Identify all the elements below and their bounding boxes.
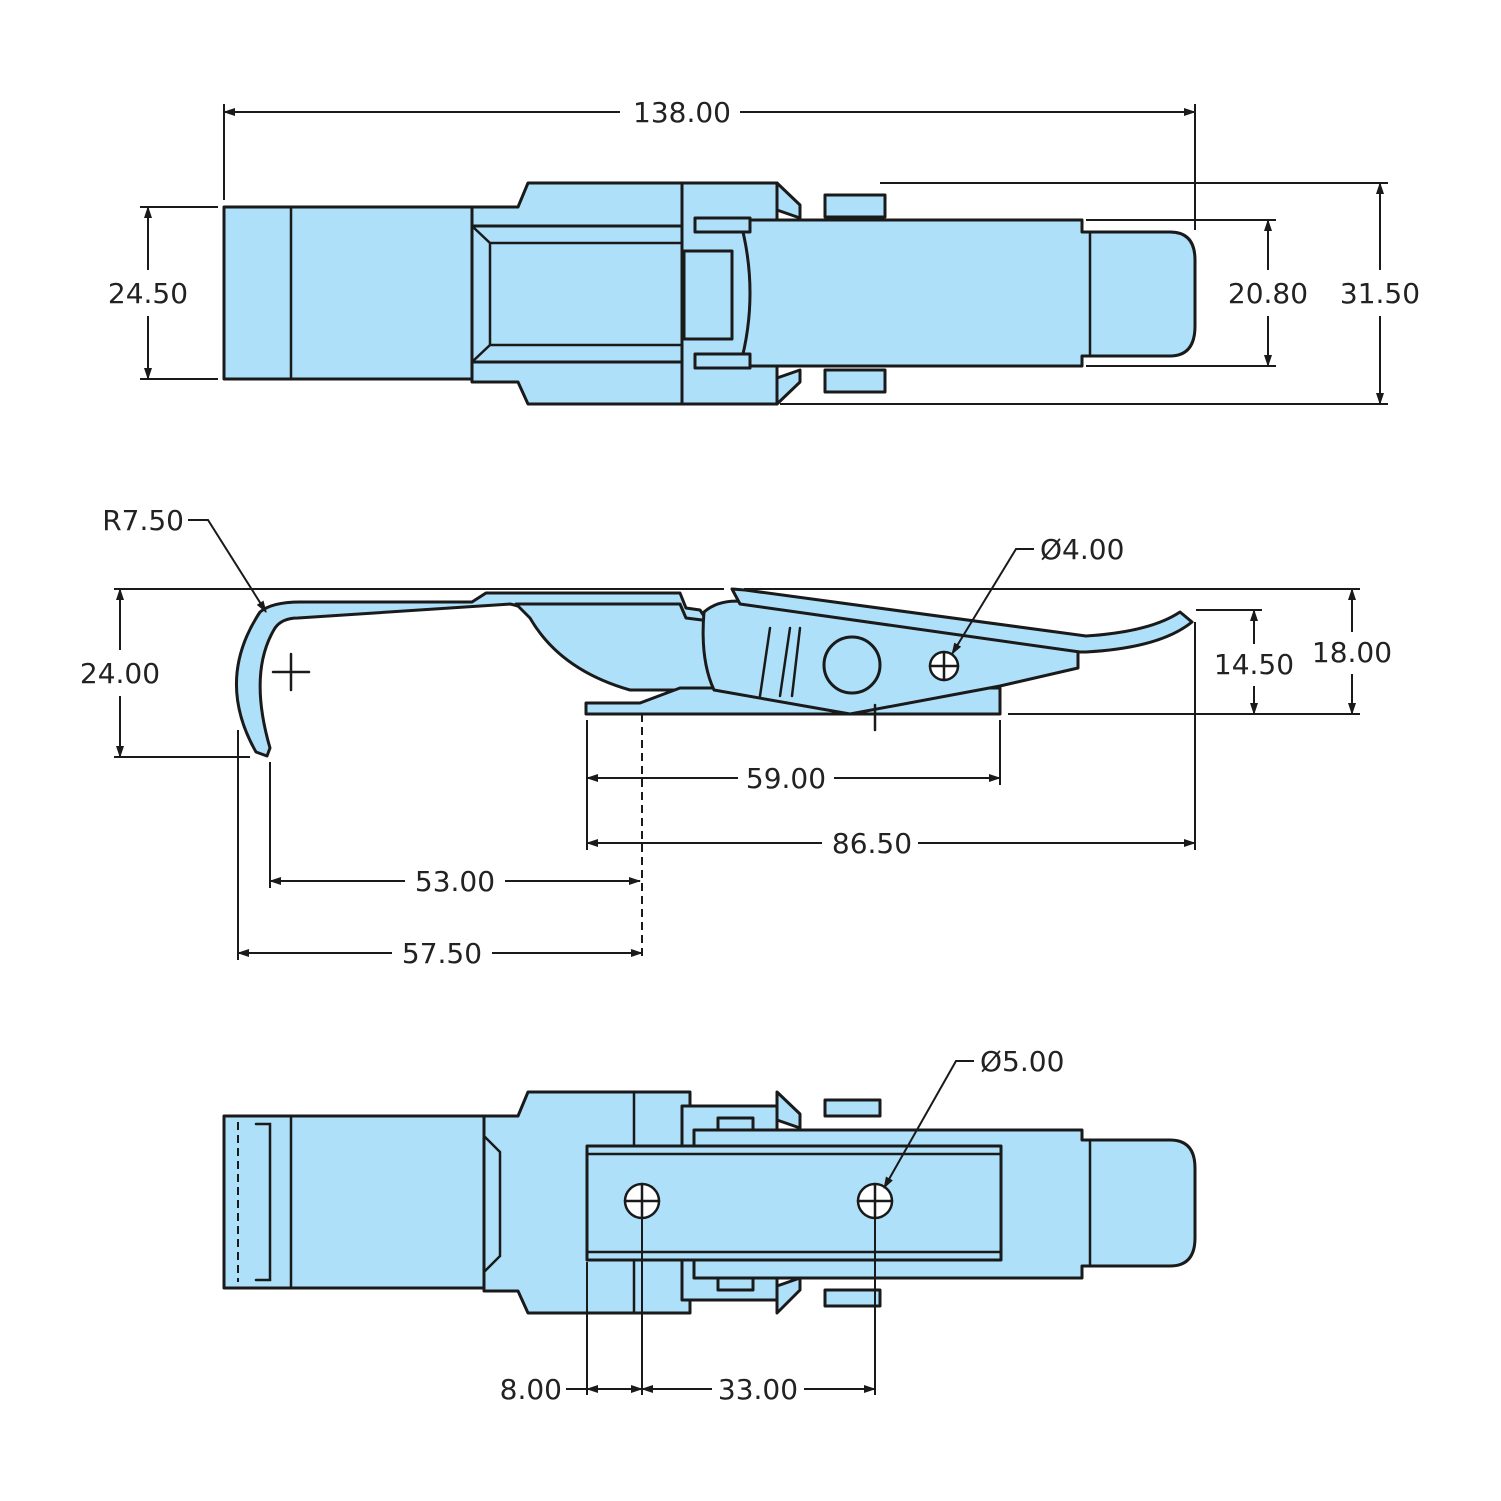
dim-hook-outer-reach: 57.50	[237, 730, 643, 970]
dim-hole-edge-offset-label: 8.00	[500, 1373, 562, 1406]
dim-base-width: 24.50	[108, 206, 218, 380]
dim-hook-inner-reach: 53.00	[269, 714, 643, 960]
side-view: R7.50 24.00 Ø4.00 14.50 18.00	[80, 504, 1392, 970]
dim-lever-width: 20.80	[1086, 219, 1308, 367]
dim-lever-width-label: 20.80	[1228, 277, 1308, 310]
bottom-view-latch	[222, 1090, 1197, 1315]
dim-overall-width-label: 31.50	[1340, 277, 1420, 310]
dim-mounting-hole-label: Ø5.00	[980, 1045, 1064, 1078]
top-view-latch	[222, 181, 1197, 406]
dim-base-length-label: 59.00	[746, 762, 826, 795]
dim-overall-length: 138.00	[223, 96, 1196, 230]
dim-hook-radius-label: R7.50	[102, 504, 184, 537]
dim-hook-radius: R7.50	[102, 504, 267, 613]
dim-hole-edge-offset: 8.00	[500, 1218, 643, 1406]
dim-pin-hole: Ø4.00	[951, 533, 1124, 655]
bottom-view: Ø5.00 8.00 33.00	[222, 1045, 1197, 1406]
side-view-latch	[234, 587, 1194, 758]
dim-closed-length: 86.50	[586, 622, 1196, 860]
dim-overall-height: 18.00	[744, 588, 1392, 715]
dim-lever-tip-height-label: 14.50	[1214, 648, 1294, 681]
dim-overall-width: 31.50	[780, 182, 1420, 405]
dim-mounting-hole: Ø5.00	[883, 1045, 1064, 1189]
dim-hook-height: 24.00	[80, 588, 724, 758]
dim-pin-hole-label: Ø4.00	[1040, 533, 1124, 566]
dim-hook-height-label: 24.00	[80, 657, 160, 690]
dim-hook-inner-reach-label: 53.00	[415, 865, 495, 898]
dim-hook-outer-reach-label: 57.50	[402, 937, 482, 970]
dim-hole-spacing: 33.00	[641, 1218, 876, 1406]
dim-overall-height-label: 18.00	[1312, 636, 1392, 669]
dim-base-length: 59.00	[586, 720, 1001, 850]
dim-overall-length-label: 138.00	[633, 96, 731, 129]
dim-hole-spacing-label: 33.00	[718, 1373, 798, 1406]
dim-base-width-label: 24.50	[108, 277, 188, 310]
dim-closed-length-label: 86.50	[832, 827, 912, 860]
dim-lever-tip-height: 14.50	[1008, 609, 1360, 715]
top-view: 138.00 24.50 20.80 31.50	[108, 96, 1420, 406]
